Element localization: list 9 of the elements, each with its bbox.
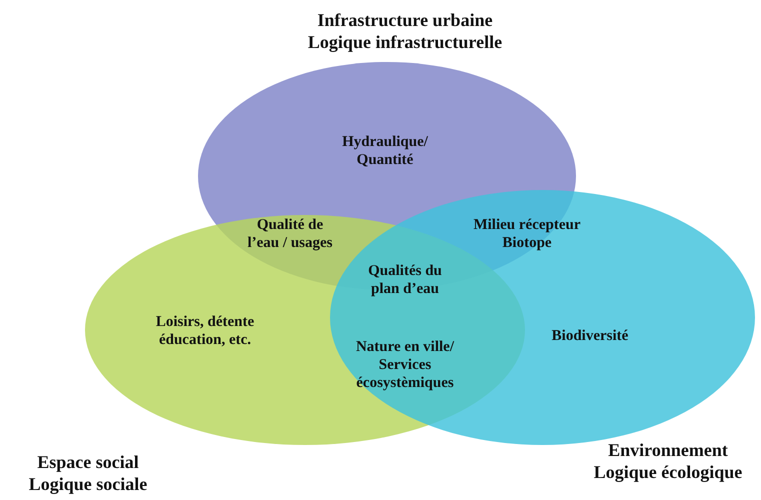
set-heading: Infrastructure urbaine Logique infrastructurelle (306, 10, 504, 54)
overlap-label: Milieu récepteur Biotope (472, 216, 582, 252)
overlap-label: Qualité de l’eau / usages (246, 216, 334, 252)
region-label: Loisirs, détente éducation, etc. (154, 313, 256, 349)
set-heading: Espace social Logique sociale (28, 452, 148, 496)
region-label: Hydraulique/ Quantité (341, 133, 429, 169)
region-label: Biodiversité (550, 327, 630, 345)
overlap-label: Qualités du plan d’eau (367, 262, 443, 298)
set-heading: Environnement Logique écologique (592, 440, 744, 484)
